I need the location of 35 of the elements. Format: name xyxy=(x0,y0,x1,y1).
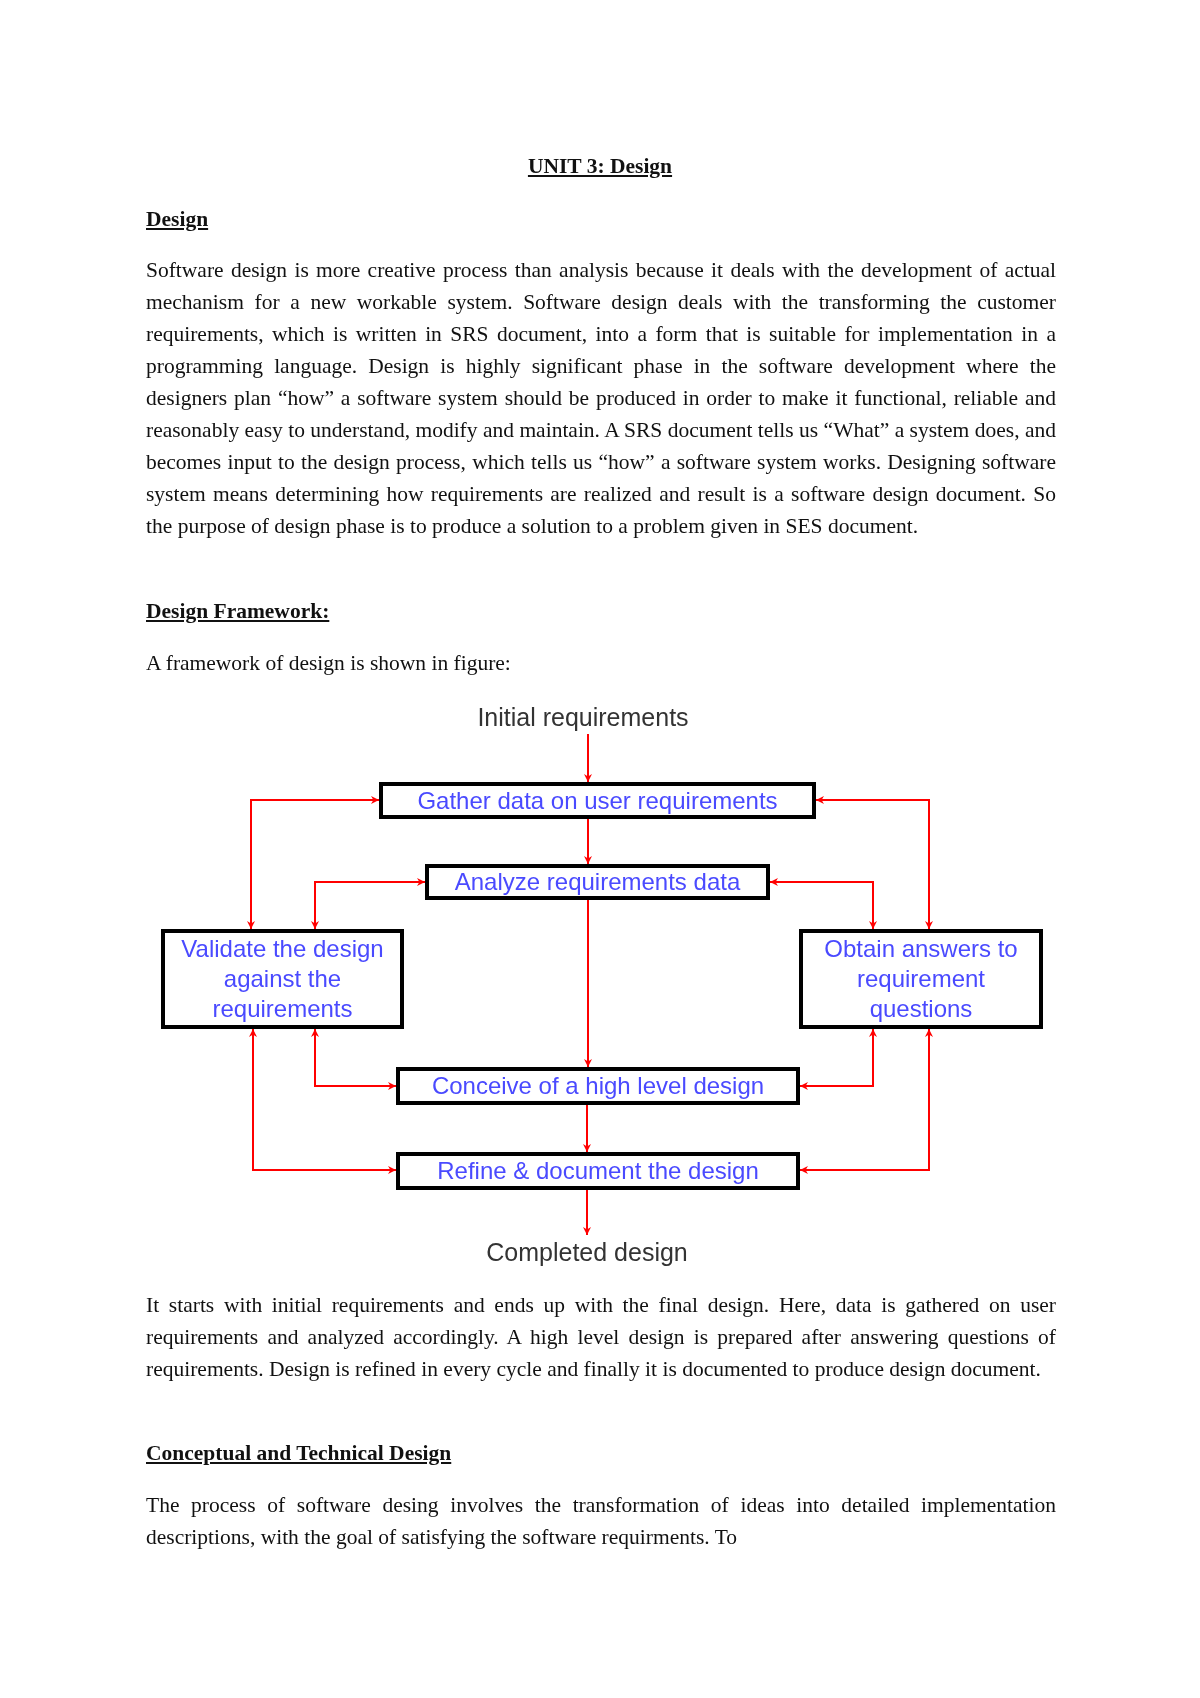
page-title: UNIT 3: Design xyxy=(526,153,674,180)
arrow xyxy=(247,796,380,930)
arrow xyxy=(799,1028,877,1090)
arrow xyxy=(583,1189,591,1236)
box-label: Analyze requirements data xyxy=(454,867,741,897)
section-heading: Design Framework: xyxy=(146,598,330,625)
flow-label: Initial requirements xyxy=(430,700,736,734)
arrow xyxy=(311,1028,397,1090)
arrow xyxy=(584,818,592,865)
arrow xyxy=(815,796,933,930)
box-label: Conceive of a high level design xyxy=(431,1071,765,1101)
figure-intro-text: A framework of design is shown in figure: xyxy=(146,650,512,677)
box-label: Validate the design against the requirements xyxy=(180,934,385,1024)
process-box xyxy=(799,929,1043,1029)
flow-label: Completed design xyxy=(436,1235,738,1269)
process-box xyxy=(379,782,816,819)
paragraph: Software design is more creative process than analysis because it deals with the development of actual mechanism for a new workable system. Software design deals with the transforming the customer requirements, which is written in SRS document, into a form that is suitable for implementation in a programming language. Design is highly significant phase in the software development where the designers plan “how” a software system should be produced in order to make it functional, reliable and reasonably easy to understand, modify and maintain. A SRS document tells us “What” a system does, and becomes input to the design process, which tells us “how” a software system works. Designing software system means determining how requirements are realized and result is a software design document. So the purpose of design phase is to produce a solution to a problem given in SES document. xyxy=(146,257,1056,540)
box-label: Gather data on user requirements xyxy=(417,785,778,816)
arrow xyxy=(584,899,592,1068)
arrow xyxy=(584,733,592,783)
paragraph: The process of software desing involves the transformation of ideas into detailed implementation descriptions, with the goal of satisfying the software requirments. To xyxy=(146,1492,1056,1551)
arrow xyxy=(311,878,426,930)
arrow xyxy=(769,878,877,930)
process-box xyxy=(161,929,404,1029)
box-label: Refine & document the design xyxy=(437,1156,759,1186)
paragraph: It starts with initial requirements and ends up with the final design. Here, data is gathered on user requirements and analyzed accordingly. A high level design is prepared after answering questions of requirements. Design is refined in every cycle and finally it is documented to produce design document. xyxy=(146,1292,1056,1383)
section-heading: Conceptual and Technical Design xyxy=(146,1440,452,1467)
process-box xyxy=(425,864,770,900)
arrow xyxy=(249,1028,397,1174)
arrow xyxy=(799,1028,933,1174)
arrow xyxy=(583,1104,591,1153)
process-box xyxy=(396,1152,800,1190)
section-heading: Design xyxy=(146,206,209,233)
process-box xyxy=(396,1067,800,1105)
box-label: Obtain answers to requirement questions xyxy=(823,934,1019,1024)
